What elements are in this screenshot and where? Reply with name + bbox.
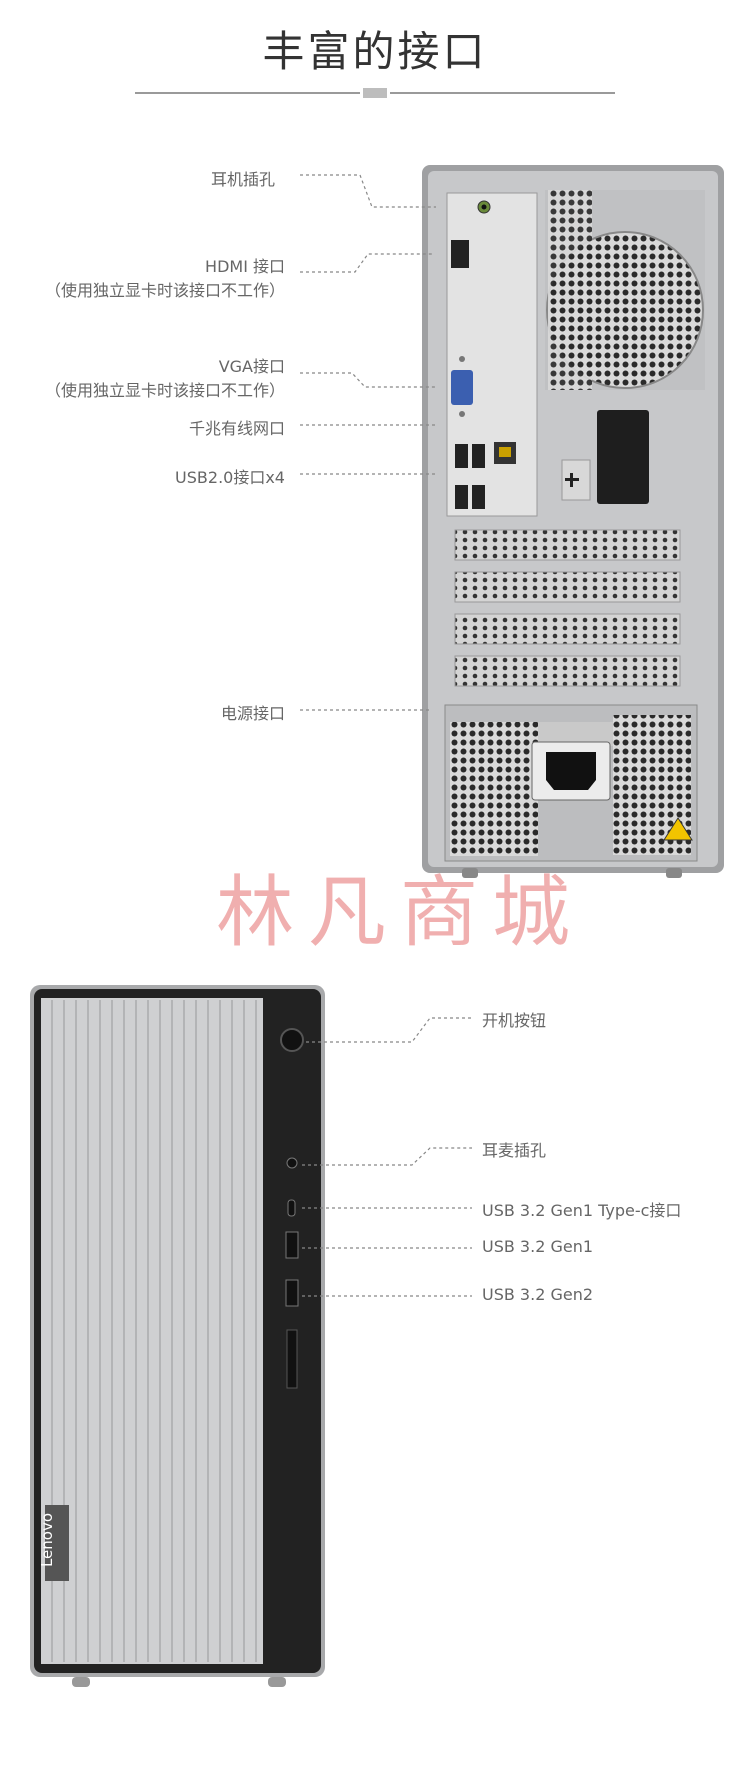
front-card-slot bbox=[286, 1329, 298, 1389]
label-hdmi-note: （使用独立显卡时该接口不工作） bbox=[44, 281, 285, 300]
rear-usb-port bbox=[455, 485, 468, 509]
lenovo-badge bbox=[45, 1505, 69, 1581]
label-hdmi-title: HDMI 接口 bbox=[205, 257, 285, 276]
rear-usb-port bbox=[472, 444, 485, 468]
power-button bbox=[280, 1028, 304, 1052]
label-usb-gen2: USB 3.2 Gen2 bbox=[482, 1285, 594, 1304]
label-headphone-jack: 耳机插孔 bbox=[210, 170, 275, 189]
page-title: 丰富的接口 bbox=[262, 27, 488, 76]
title-rule-right bbox=[390, 92, 615, 94]
label-hdmi: HDMI 接口 （使用独立显卡时该接口不工作） bbox=[45, 253, 285, 301]
label-usb2: USB2.0接口x4 bbox=[175, 468, 285, 487]
title-rule-left bbox=[135, 92, 360, 94]
front-leader-lines bbox=[302, 1017, 472, 1297]
label-headset-jack: 耳麦插孔 bbox=[482, 1141, 547, 1160]
warning-icon bbox=[663, 817, 693, 841]
title-rule-mark bbox=[360, 88, 390, 98]
label-power-socket: 电源接口 bbox=[220, 704, 285, 723]
label-power-button: 开机按钮 bbox=[482, 1011, 547, 1030]
label-vga: VGA接口 （使用独立显卡时该接口不工作） bbox=[45, 353, 285, 401]
rear-usb-port bbox=[472, 485, 485, 509]
label-vga-title: VGA接口 bbox=[218, 357, 285, 376]
label-lan: 千兆有线网口 bbox=[188, 419, 285, 438]
front-usb-port-gen1 bbox=[285, 1231, 299, 1259]
front-headset-jack bbox=[286, 1157, 298, 1169]
label-vga-note: （使用独立显卡时该接口不工作） bbox=[44, 381, 285, 400]
rear-usb-port bbox=[455, 444, 468, 468]
brand-logo-text: Lenovo bbox=[38, 1512, 56, 1568]
label-usb-gen1: USB 3.2 Gen1 bbox=[482, 1237, 594, 1256]
front-panel-grooved bbox=[41, 998, 263, 1664]
rear-lock-block bbox=[597, 410, 649, 504]
expansion-slots bbox=[454, 529, 681, 687]
rear-vga-port bbox=[451, 370, 473, 405]
rear-leader-lines bbox=[300, 174, 436, 711]
front-usb-port-gen2 bbox=[285, 1279, 299, 1307]
front-usb-c-port bbox=[287, 1199, 296, 1217]
label-usb-c: USB 3.2 Gen1 Type-c接口 bbox=[482, 1201, 682, 1220]
rear-hdmi-port bbox=[451, 240, 469, 268]
watermark-text: 林凡商城 bbox=[215, 868, 584, 958]
